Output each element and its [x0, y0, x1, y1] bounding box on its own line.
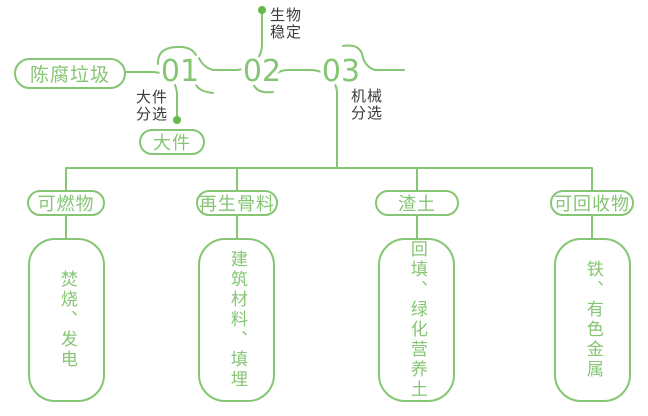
flow-dot-group	[173, 6, 266, 124]
branch-box-recyclables: 铁、有色金属	[554, 238, 631, 402]
branch-detail-combustibles: 焚烧、发电	[56, 270, 77, 370]
dot-above-bulky-pill	[173, 116, 181, 124]
step-number-03: 03	[322, 54, 360, 89]
branch-pill-combustibles: 可燃物	[27, 190, 105, 216]
dot-above-bio-label	[258, 6, 266, 14]
branch-detail-recycled-aggregate: 建筑材料、填埋	[226, 250, 247, 390]
branch-pill-recyclables: 可回收物	[550, 190, 634, 216]
branch-box-recycled-aggregate: 建筑材料、填埋	[198, 238, 275, 402]
bulky-output-pill: 大件	[139, 129, 205, 155]
step-03-label: 机械 分选	[351, 87, 384, 122]
step-01-label: 大件 分选	[136, 88, 169, 123]
arc-over-03-and-exit	[342, 44, 405, 71]
branch-box-slag-soil: 回填、绿化营养土	[378, 238, 455, 402]
branch-pill-slag-soil: 渣土	[375, 190, 459, 216]
line-02-to-03	[276, 69, 314, 74]
branch-detail-slag-soil: 回填、绿化营养土	[406, 240, 427, 400]
step-number-02: 02	[243, 54, 281, 89]
branch-box-combustibles: 焚烧、发电	[28, 238, 105, 402]
branch-detail-recyclables: 铁、有色金属	[582, 260, 603, 380]
swash-under-02	[252, 81, 274, 94]
drop-below-03	[312, 69, 338, 169]
step-number-01: 01	[161, 54, 199, 89]
main-line-source-to-01-with-drop	[125, 71, 178, 117]
swash-under-01	[193, 78, 214, 94]
line-01-to-02	[198, 57, 238, 71]
flow-line-group	[65, 13, 593, 239]
branch-rail	[65, 167, 593, 191]
pill-to-box-connectors	[65, 215, 593, 239]
branch-pill-recycled-aggregate: 再生骨料	[196, 190, 278, 216]
step-02-label: 生物 稳定	[270, 6, 303, 41]
line-bio-drop-to-02	[236, 13, 263, 71]
arc-over-01	[156, 45, 197, 65]
source-node-pill: 陈腐垃圾	[14, 58, 126, 89]
